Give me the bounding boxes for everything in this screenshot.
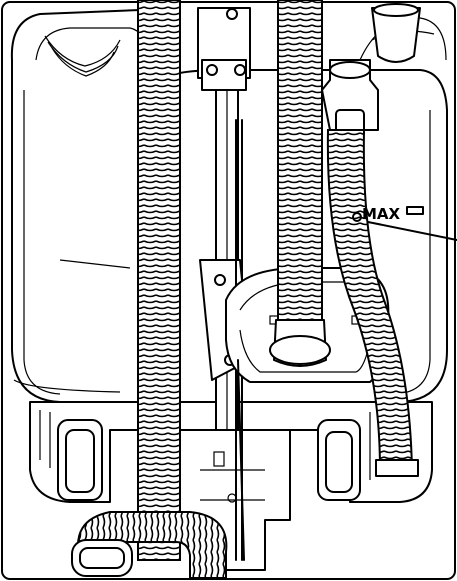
left-vacuum-hose <box>137 0 181 561</box>
center-vacuum-hose <box>277 0 323 326</box>
max-label: MAX <box>362 205 401 223</box>
coiled-hose <box>71 511 228 579</box>
callout-leader-line <box>367 221 457 241</box>
max-level-marker: MAX <box>352 205 457 241</box>
max-level-marker-icon <box>352 212 362 222</box>
float-housing <box>321 3 421 137</box>
